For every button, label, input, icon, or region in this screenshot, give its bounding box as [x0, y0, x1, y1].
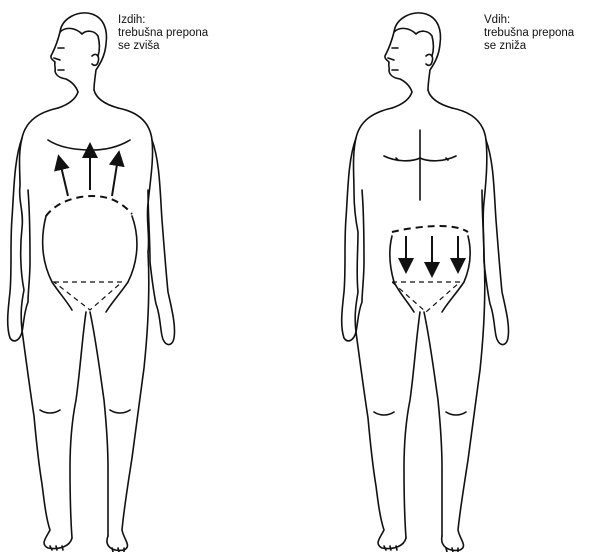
inhale-caption-title: Vdih:: [484, 14, 574, 27]
knee-left: [374, 412, 394, 415]
inhale-caption-line2: trebušna prepona: [484, 27, 574, 40]
leg-left: [356, 332, 406, 549]
neck: [392, 90, 452, 108]
knee-left: [40, 410, 60, 413]
exhale-body-outline: [0, 0, 290, 552]
knee-right: [110, 410, 130, 413]
inhale-caption-line3: se zniža: [484, 40, 574, 53]
leg-right-inner: [90, 312, 108, 536]
groin-dashed: [54, 282, 122, 310]
torso-right: [452, 108, 487, 254]
arrow-up-1: [60, 162, 68, 196]
exhale-caption: Izdih: trebušna prepona se zviša: [118, 14, 208, 53]
leg-right: [107, 252, 149, 550]
hair: [394, 28, 434, 56]
abdomen-right: [106, 216, 137, 312]
groin-dashed: [392, 282, 460, 312]
abdomen-left: [390, 236, 414, 312]
inhale-figure: Vdih: trebušna prepona se zniža: [300, 0, 598, 552]
ear: [92, 54, 99, 65]
leg-left: [22, 330, 72, 549]
inhale-body-outline: [300, 0, 598, 552]
torso-left: [354, 108, 393, 332]
leg-left-inner: [404, 312, 420, 538]
leg-left-inner: [70, 312, 86, 538]
leg-right-inner: [424, 312, 442, 536]
abdomen-right: [442, 236, 470, 312]
chest-line: [48, 140, 130, 150]
knee-right: [446, 412, 466, 415]
exhale-caption-title: Izdih:: [118, 14, 208, 27]
hair: [60, 28, 100, 56]
upward-arrows: [60, 150, 118, 196]
arrow-up-3: [112, 158, 118, 196]
torso-left: [20, 108, 59, 330]
leg-right: [442, 254, 485, 550]
neck: [58, 90, 118, 108]
exhale-caption-line2: trebušna prepona: [118, 27, 208, 40]
inhale-caption: Vdih: trebušna prepona se zniža: [484, 14, 574, 53]
exhale-figure: Izdih: trebušna prepona se zviša: [0, 0, 290, 552]
abdomen-left: [43, 216, 72, 310]
downward-arrows: [406, 236, 458, 270]
diaphragm-lowered-dashed: [392, 226, 468, 232]
diaphragm-raised-dashed: [46, 196, 132, 216]
ear: [426, 54, 433, 65]
exhale-caption-line3: se zviša: [118, 40, 208, 53]
